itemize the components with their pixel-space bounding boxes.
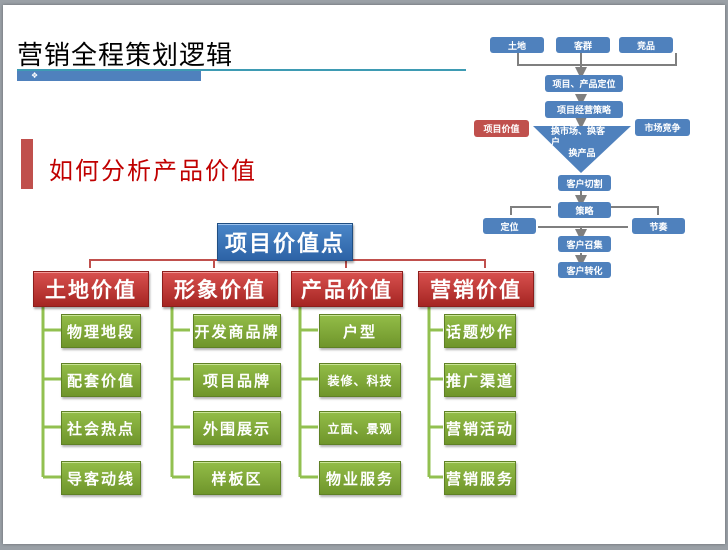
slide: 营销全程策划逻辑 ❖ 如何分析产品价值 [3,5,725,544]
item-image-1: 开发商品牌 [193,314,281,348]
item-land-4: 导客动线 [61,461,141,495]
flow-customer-gathering: 客户召集 [558,236,611,252]
flow-input-customers: 客群 [556,37,610,53]
category-land-value: 土地价值 [33,271,149,307]
item-product-4: 物业服务 [319,461,401,495]
funnel-label-line2: 换产品 [568,148,596,159]
flow-customer-conversion: 客户转化 [558,262,611,278]
title-rule [17,69,466,71]
category-marketing-value: 营销价值 [418,271,534,307]
flow-market-competition: 市场竞争 [635,119,690,136]
slide-title: 营销全程策划逻辑 [17,41,234,71]
funnel-label-line1: 换市场、换客户 [551,126,606,148]
item-land-2: 配套价值 [61,363,141,397]
org-root: 项目价值点 [217,223,353,261]
category-product-value: 产品价值 [291,271,403,307]
connector-marketing-items [427,305,443,479]
item-image-3: 外围展示 [193,411,281,445]
item-product-3: 立面、景观 [319,411,401,445]
flow-segmentation: 客户切割 [558,175,611,191]
slide-notch [480,5,725,13]
item-land-3: 社会热点 [61,411,141,445]
connector-strategy-branches [510,206,659,215]
slide-subtitle: 如何分析产品价值 [49,157,257,185]
item-land-1: 物理地段 [61,314,141,348]
flow-positioning-branch: 定位 [483,218,536,234]
connector-image-items [170,305,190,479]
item-product-2: 装修、科技 [319,363,401,397]
connector-inputs [517,53,677,73]
flow-strategy: 策略 [558,202,611,218]
item-image-2: 项目品牌 [193,363,281,397]
item-product-1: 户型 [319,314,401,348]
connector-land-items [41,305,61,479]
item-marketing-4: 营销服务 [444,461,516,495]
item-image-4: 样板区 [193,461,281,495]
subtitle-accent-bar [21,139,33,189]
item-marketing-3: 营销活动 [444,411,516,445]
diamond-icon: ❖ [31,71,39,80]
item-marketing-2: 推广渠道 [444,363,516,397]
connector-branches-to-gathering [538,226,628,235]
connector-product-items [298,305,318,479]
flow-rhythm-branch: 节奏 [632,218,685,234]
title-bar: ❖ [17,71,201,81]
flow-business-strategy: 项目经营策略 [545,101,623,118]
flow-positioning: 项目、产品定位 [545,75,623,92]
category-image-value: 形象价值 [162,271,278,307]
funnel-label: 换市场、换客户 换产品 [551,127,613,159]
flow-input-land: 土地 [490,37,544,53]
item-marketing-1: 话题炒作 [444,314,516,348]
funnel-shape [533,126,631,173]
flow-project-value: 项目价值 [474,120,529,137]
flow-input-competitors: 竞品 [619,37,673,53]
